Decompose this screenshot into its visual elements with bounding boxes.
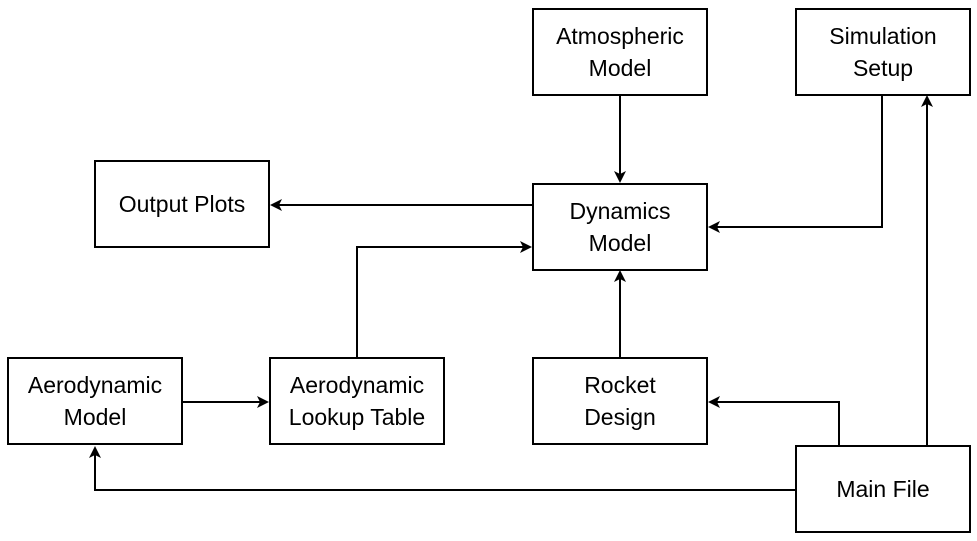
- edge-main-to-rocket: [708, 396, 840, 445]
- dynamics-model-node: Dynamics Model: [532, 183, 708, 271]
- output-plots-node: Output Plots: [94, 160, 270, 248]
- simulation-setup-node: Simulation Setup: [795, 8, 971, 96]
- aerodynamic-lookup-table-node: Aerodynamic Lookup Table: [269, 357, 445, 445]
- main-file-node: Main File: [795, 445, 971, 533]
- atmospheric-model-node: Atmospheric Model: [532, 8, 708, 96]
- edge-lookup-to-dynamics: [356, 241, 532, 357]
- aerodynamic-model-node: Aerodynamic Model: [7, 357, 183, 445]
- edge-simulation-to-dynamics: [708, 96, 883, 233]
- rocket-design-node: Rocket Design: [532, 357, 708, 445]
- edge-main-to-aero-model: [89, 446, 796, 491]
